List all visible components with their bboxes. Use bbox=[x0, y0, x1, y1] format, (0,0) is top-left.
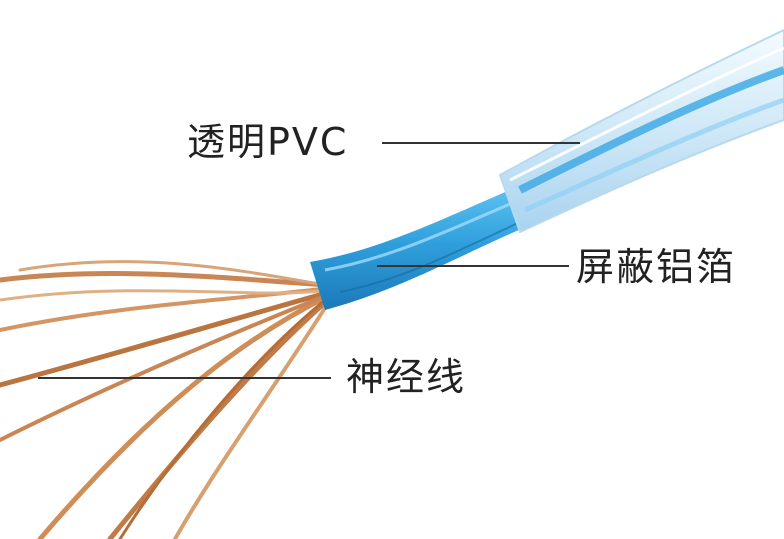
copper-strand bbox=[0, 292, 332, 442]
leader-line-core bbox=[38, 377, 331, 379]
copper-strand bbox=[37, 292, 333, 539]
leader-line-foil bbox=[377, 265, 569, 267]
transparent-pvc-jacket bbox=[498, 28, 784, 234]
copper-strand bbox=[18, 260, 332, 288]
copper-strand bbox=[118, 294, 332, 539]
leader-line-pvc bbox=[382, 142, 580, 144]
copper-strand bbox=[0, 271, 333, 288]
copper-strand bbox=[0, 288, 332, 302]
copper-strand bbox=[173, 298, 332, 539]
label-shield-foil: 屏蔽铝箔 bbox=[576, 245, 737, 289]
aluminum-foil-shield bbox=[310, 190, 530, 310]
copper-strand bbox=[107, 295, 333, 539]
copper-strand bbox=[0, 289, 333, 388]
label-core-wire: 神经线 bbox=[346, 355, 467, 399]
copper-strands bbox=[0, 260, 333, 539]
label-transparent-pvc: 透明PVC bbox=[187, 120, 349, 164]
